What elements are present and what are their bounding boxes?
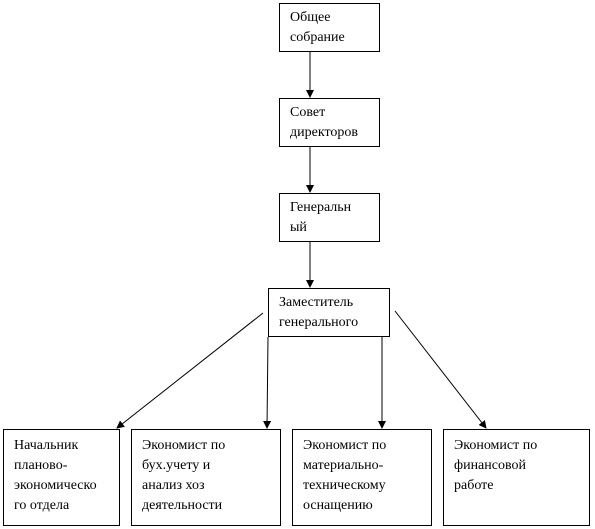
node-label-line: экономическо <box>14 478 97 493</box>
node-economist-finance: Экономист по финансовой работе <box>443 429 590 526</box>
node-label-line: работе <box>454 478 494 493</box>
node-label-line: оснащению <box>303 498 373 513</box>
node-deputy: Заместитель генерального <box>268 288 390 337</box>
node-general-director: Генеральн ый <box>279 193 380 242</box>
node-head-planning-department: Начальник планово- экономическо го отдел… <box>3 429 120 526</box>
node-label-line: техническому <box>303 478 386 493</box>
node-general-meeting: Общее собрание <box>279 3 380 52</box>
node-label-line: финансовой <box>454 458 526 473</box>
node-label-line: Заместитель <box>279 295 354 310</box>
node-label-line: го отдела <box>14 498 70 513</box>
node-economist-material-supply: Экономист по материально- техническому о… <box>292 429 432 526</box>
node-label-line: Генеральн <box>290 200 352 215</box>
node-label-line: деятельности <box>142 498 223 513</box>
arrow-deputy-to-head-planning <box>116 312 264 429</box>
arrow-deputy-to-econ-finance <box>394 310 487 429</box>
node-label-line: Совет <box>290 105 326 120</box>
node-label-line: генерального <box>279 315 359 330</box>
arrow-deputy-to-econ-accounting <box>263 336 272 429</box>
node-economist-accounting: Экономист по бух.учету и анализ хоз деят… <box>131 429 281 526</box>
node-label-line: ый <box>290 220 307 235</box>
node-board-of-directors: Совет директоров <box>279 98 380 147</box>
node-label-line: планово- <box>14 458 68 473</box>
node-label-line: Общее <box>290 10 331 25</box>
node-label-line: материально- <box>303 458 384 473</box>
node-label-line: Экономист по <box>454 438 538 453</box>
node-label-line: Начальник <box>14 438 79 453</box>
node-label-line: Экономист по <box>142 438 226 453</box>
node-label-line: анализ хоз <box>142 478 205 493</box>
node-label-line: директоров <box>290 125 358 140</box>
node-label-line: Экономист по <box>303 438 387 453</box>
node-label-line: бух.учету и <box>142 458 211 473</box>
node-label-line: собрание <box>290 30 345 45</box>
